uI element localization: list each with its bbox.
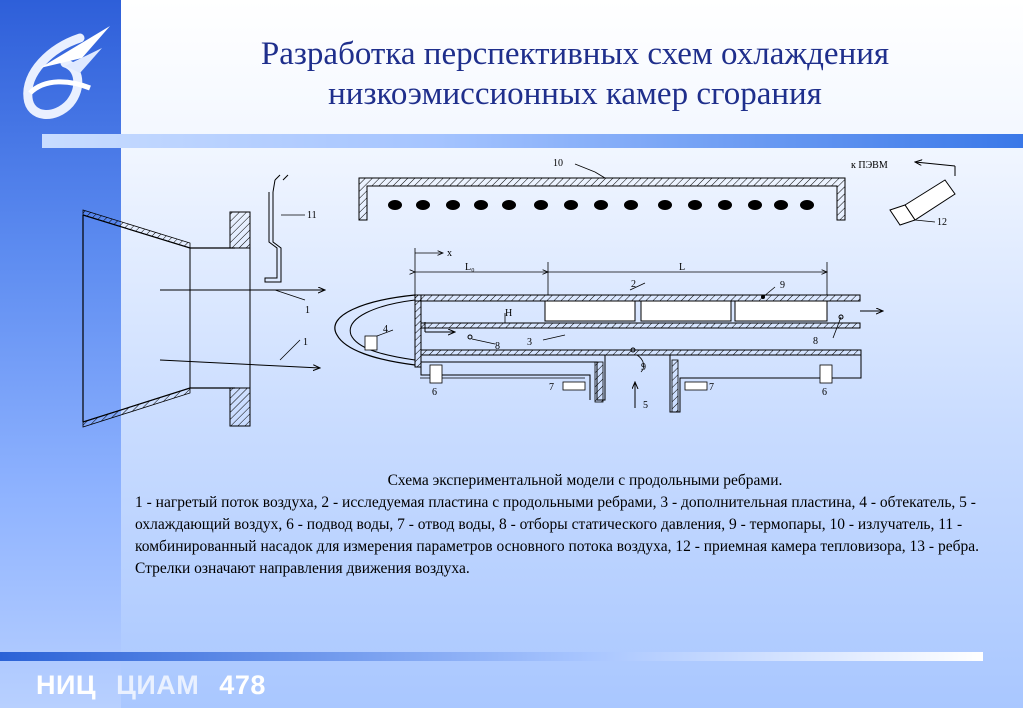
label-L0: L₀ xyxy=(465,262,475,273)
label-9-top: 9 xyxy=(780,280,785,291)
label-3: 3 xyxy=(527,337,532,348)
label-8-left: 8 xyxy=(495,341,500,352)
experimental-model-diagram: 1 1 11 10 к ПЭВМ 12 xyxy=(82,158,956,428)
ciam-logo-icon xyxy=(23,26,110,119)
top-divider xyxy=(42,134,1023,148)
label-2: 2 xyxy=(631,279,636,290)
title-line-1: Разработка перспективных схем охлаждения xyxy=(260,36,890,72)
label-11: 11 xyxy=(307,210,317,221)
label-12: 12 xyxy=(937,217,947,228)
label-6-right: 6 xyxy=(822,387,827,398)
dimensions: x L₀ L xyxy=(415,248,827,295)
label-6-left: 6 xyxy=(432,387,437,398)
footer-org-ciam: ЦИАМ xyxy=(116,670,200,700)
thermal-camera-12: к ПЭВМ 12 xyxy=(851,160,956,228)
inlet-nozzle: 1 1 xyxy=(82,209,325,428)
label-4: 4 xyxy=(383,324,388,335)
label-7-left: 7 xyxy=(549,382,554,393)
left-color-band xyxy=(0,0,121,708)
figure-caption: Схема экспериментальной модели с продоль… xyxy=(135,470,995,580)
label-10: 10 xyxy=(553,158,563,169)
probe-11: 11 xyxy=(264,174,317,283)
label-x: x xyxy=(447,248,452,259)
emitter-10: 10 xyxy=(358,158,846,221)
caption-heading: Схема экспериментальной модели с продоль… xyxy=(387,472,783,489)
label-1-lower: 1 xyxy=(303,337,308,348)
label-1-upper: 1 xyxy=(305,305,310,316)
label-7-right: 7 xyxy=(709,382,714,393)
label-8-right: 8 xyxy=(813,336,818,347)
bottom-divider xyxy=(0,652,983,661)
label-L: L xyxy=(679,262,685,273)
emitter-dots xyxy=(388,200,814,210)
label-5: 5 xyxy=(643,400,648,411)
label-pc: к ПЭВМ xyxy=(851,160,888,171)
label-9-bottom: 9 xyxy=(641,362,646,373)
footer-org-nic: НИЦ xyxy=(36,670,97,700)
footer: НИЦ ЦИАМ 478 xyxy=(36,670,278,701)
label-H: H xyxy=(505,308,512,319)
test-channel: H 2 9 8 3 8 4 6 6 7 7 5 9 xyxy=(334,279,883,413)
slide-title: Разработка перспективных схем охлаждения… xyxy=(150,34,1000,114)
slide-number: 478 xyxy=(219,670,266,700)
caption-body: 1 - нагретый поток воздуха, 2 - исследуе… xyxy=(135,494,979,577)
title-line-2: низкоэмиссионных камер сгорания xyxy=(328,76,822,112)
